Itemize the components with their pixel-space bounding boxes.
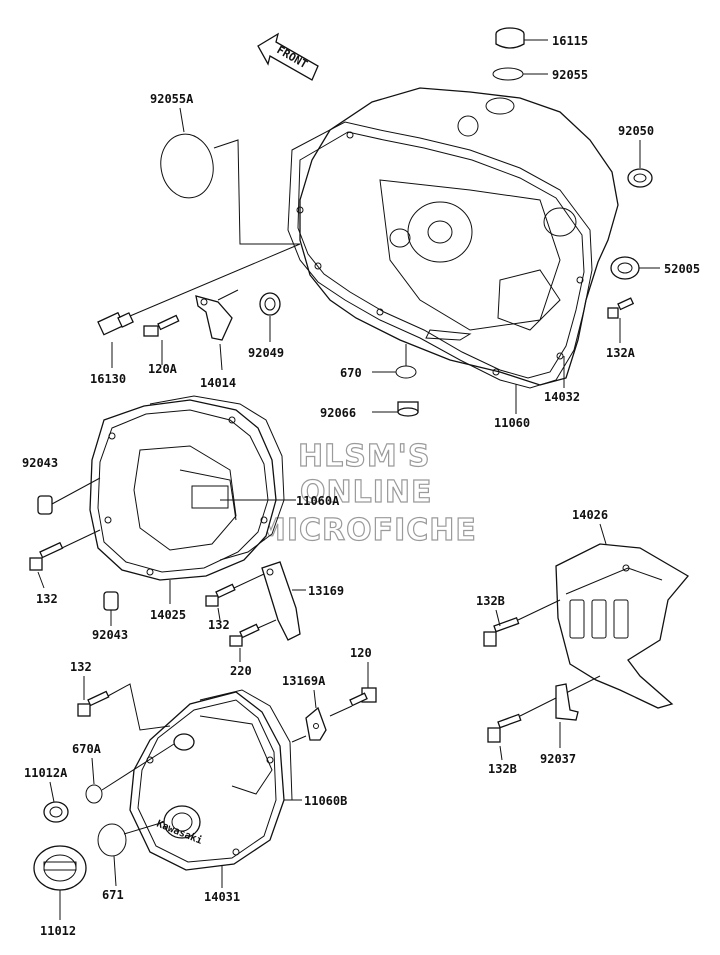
generator-cover-14031: Kawasaki bbox=[129, 691, 285, 888]
clutch-cover-14025 bbox=[89, 399, 277, 604]
watermark-line-1: HLSM'S bbox=[298, 439, 430, 474]
front-direction-arrow: FRONT bbox=[257, 32, 319, 81]
o-ring-670a bbox=[85, 784, 103, 804]
bolt-132a bbox=[607, 297, 635, 343]
label-132b-top: 132B bbox=[476, 594, 505, 608]
watermark: HLSM'S ONLINE MICROFICHE bbox=[255, 438, 477, 548]
bolt-120a bbox=[143, 314, 180, 365]
label-92050: 92050 bbox=[618, 124, 654, 138]
bolt-120 bbox=[329, 662, 377, 717]
clamp-92037 bbox=[555, 683, 579, 748]
label-14026: 14026 bbox=[572, 508, 608, 522]
bolt-220 bbox=[229, 619, 277, 662]
label-132-mid: 132 bbox=[208, 618, 230, 632]
label-92049: 92049 bbox=[248, 346, 284, 360]
label-16115: 16115 bbox=[552, 34, 588, 48]
o-ring-671 bbox=[97, 823, 127, 857]
sprocket-cover-14026 bbox=[555, 523, 689, 709]
label-92037: 92037 bbox=[540, 752, 576, 766]
label-92043-top: 92043 bbox=[22, 456, 58, 470]
gasket-11060b bbox=[199, 689, 293, 801]
label-220: 220 bbox=[230, 664, 252, 678]
label-92055: 92055 bbox=[552, 68, 588, 82]
label-14032: 14032 bbox=[544, 390, 580, 404]
label-132-low: 132 bbox=[70, 660, 92, 674]
label-120a: 120A bbox=[148, 362, 178, 376]
label-670a: 670A bbox=[72, 742, 102, 756]
bolt-132-left bbox=[29, 529, 101, 589]
oil-seal-52005 bbox=[610, 256, 640, 280]
bolt-132-mid bbox=[205, 573, 265, 621]
label-92066: 92066 bbox=[320, 406, 356, 420]
watermark-line-2: ONLINE bbox=[300, 475, 433, 510]
label-52005: 52005 bbox=[664, 262, 700, 276]
label-92043-bottom: 92043 bbox=[92, 628, 128, 642]
cap-11012a bbox=[43, 781, 69, 823]
bracket-13169a bbox=[291, 689, 327, 743]
label-92055a: 92055A bbox=[150, 92, 194, 106]
label-14031: 14031 bbox=[204, 890, 240, 904]
label-132a: 132A bbox=[606, 346, 636, 360]
crankcase-assembly bbox=[287, 87, 619, 389]
label-132b-bottom: 132B bbox=[488, 762, 517, 776]
label-11012a: 11012A bbox=[24, 766, 68, 780]
label-11060b: 11060B bbox=[304, 794, 347, 808]
oil-seal-92049 bbox=[259, 292, 281, 316]
gasket-11060a bbox=[149, 395, 285, 561]
o-ring-670 bbox=[395, 365, 417, 379]
label-14025: 14025 bbox=[150, 608, 186, 622]
cap-11012 bbox=[33, 845, 87, 920]
oil-filler-cap bbox=[495, 27, 548, 49]
label-13169a: 13169A bbox=[282, 674, 326, 688]
pipe-fitting-16130 bbox=[97, 243, 301, 368]
label-132-left: 132 bbox=[36, 592, 58, 606]
label-671: 671 bbox=[102, 888, 124, 902]
bracket-13169 bbox=[261, 561, 306, 641]
dowel-pin-92043-bottom bbox=[103, 591, 119, 626]
plate-14014 bbox=[195, 289, 239, 371]
label-16130: 16130 bbox=[90, 372, 126, 386]
label-13169: 13169 bbox=[308, 584, 344, 598]
bolt-132b-bottom bbox=[487, 675, 601, 761]
o-ring-92055 bbox=[492, 67, 524, 81]
label-14014: 14014 bbox=[200, 376, 236, 390]
bolt-132b-top bbox=[483, 599, 561, 647]
label-670: 670 bbox=[340, 366, 362, 380]
oil-seal-92050 bbox=[627, 168, 653, 188]
callout-labels: 16115 92055 92055A 92050 52005 132A 1613… bbox=[22, 34, 700, 938]
label-11060: 11060 bbox=[494, 416, 530, 430]
label-11060a: 11060A bbox=[296, 494, 340, 508]
label-120: 120 bbox=[350, 646, 372, 660]
dowel-pin-92043-top bbox=[37, 477, 101, 515]
label-11012: 11012 bbox=[40, 924, 76, 938]
bolt-132-low bbox=[77, 676, 171, 731]
o-ring-92055a bbox=[160, 133, 214, 199]
watermark-line-3: MICROFICHE bbox=[256, 513, 477, 548]
drain-plug-92066 bbox=[372, 401, 419, 417]
